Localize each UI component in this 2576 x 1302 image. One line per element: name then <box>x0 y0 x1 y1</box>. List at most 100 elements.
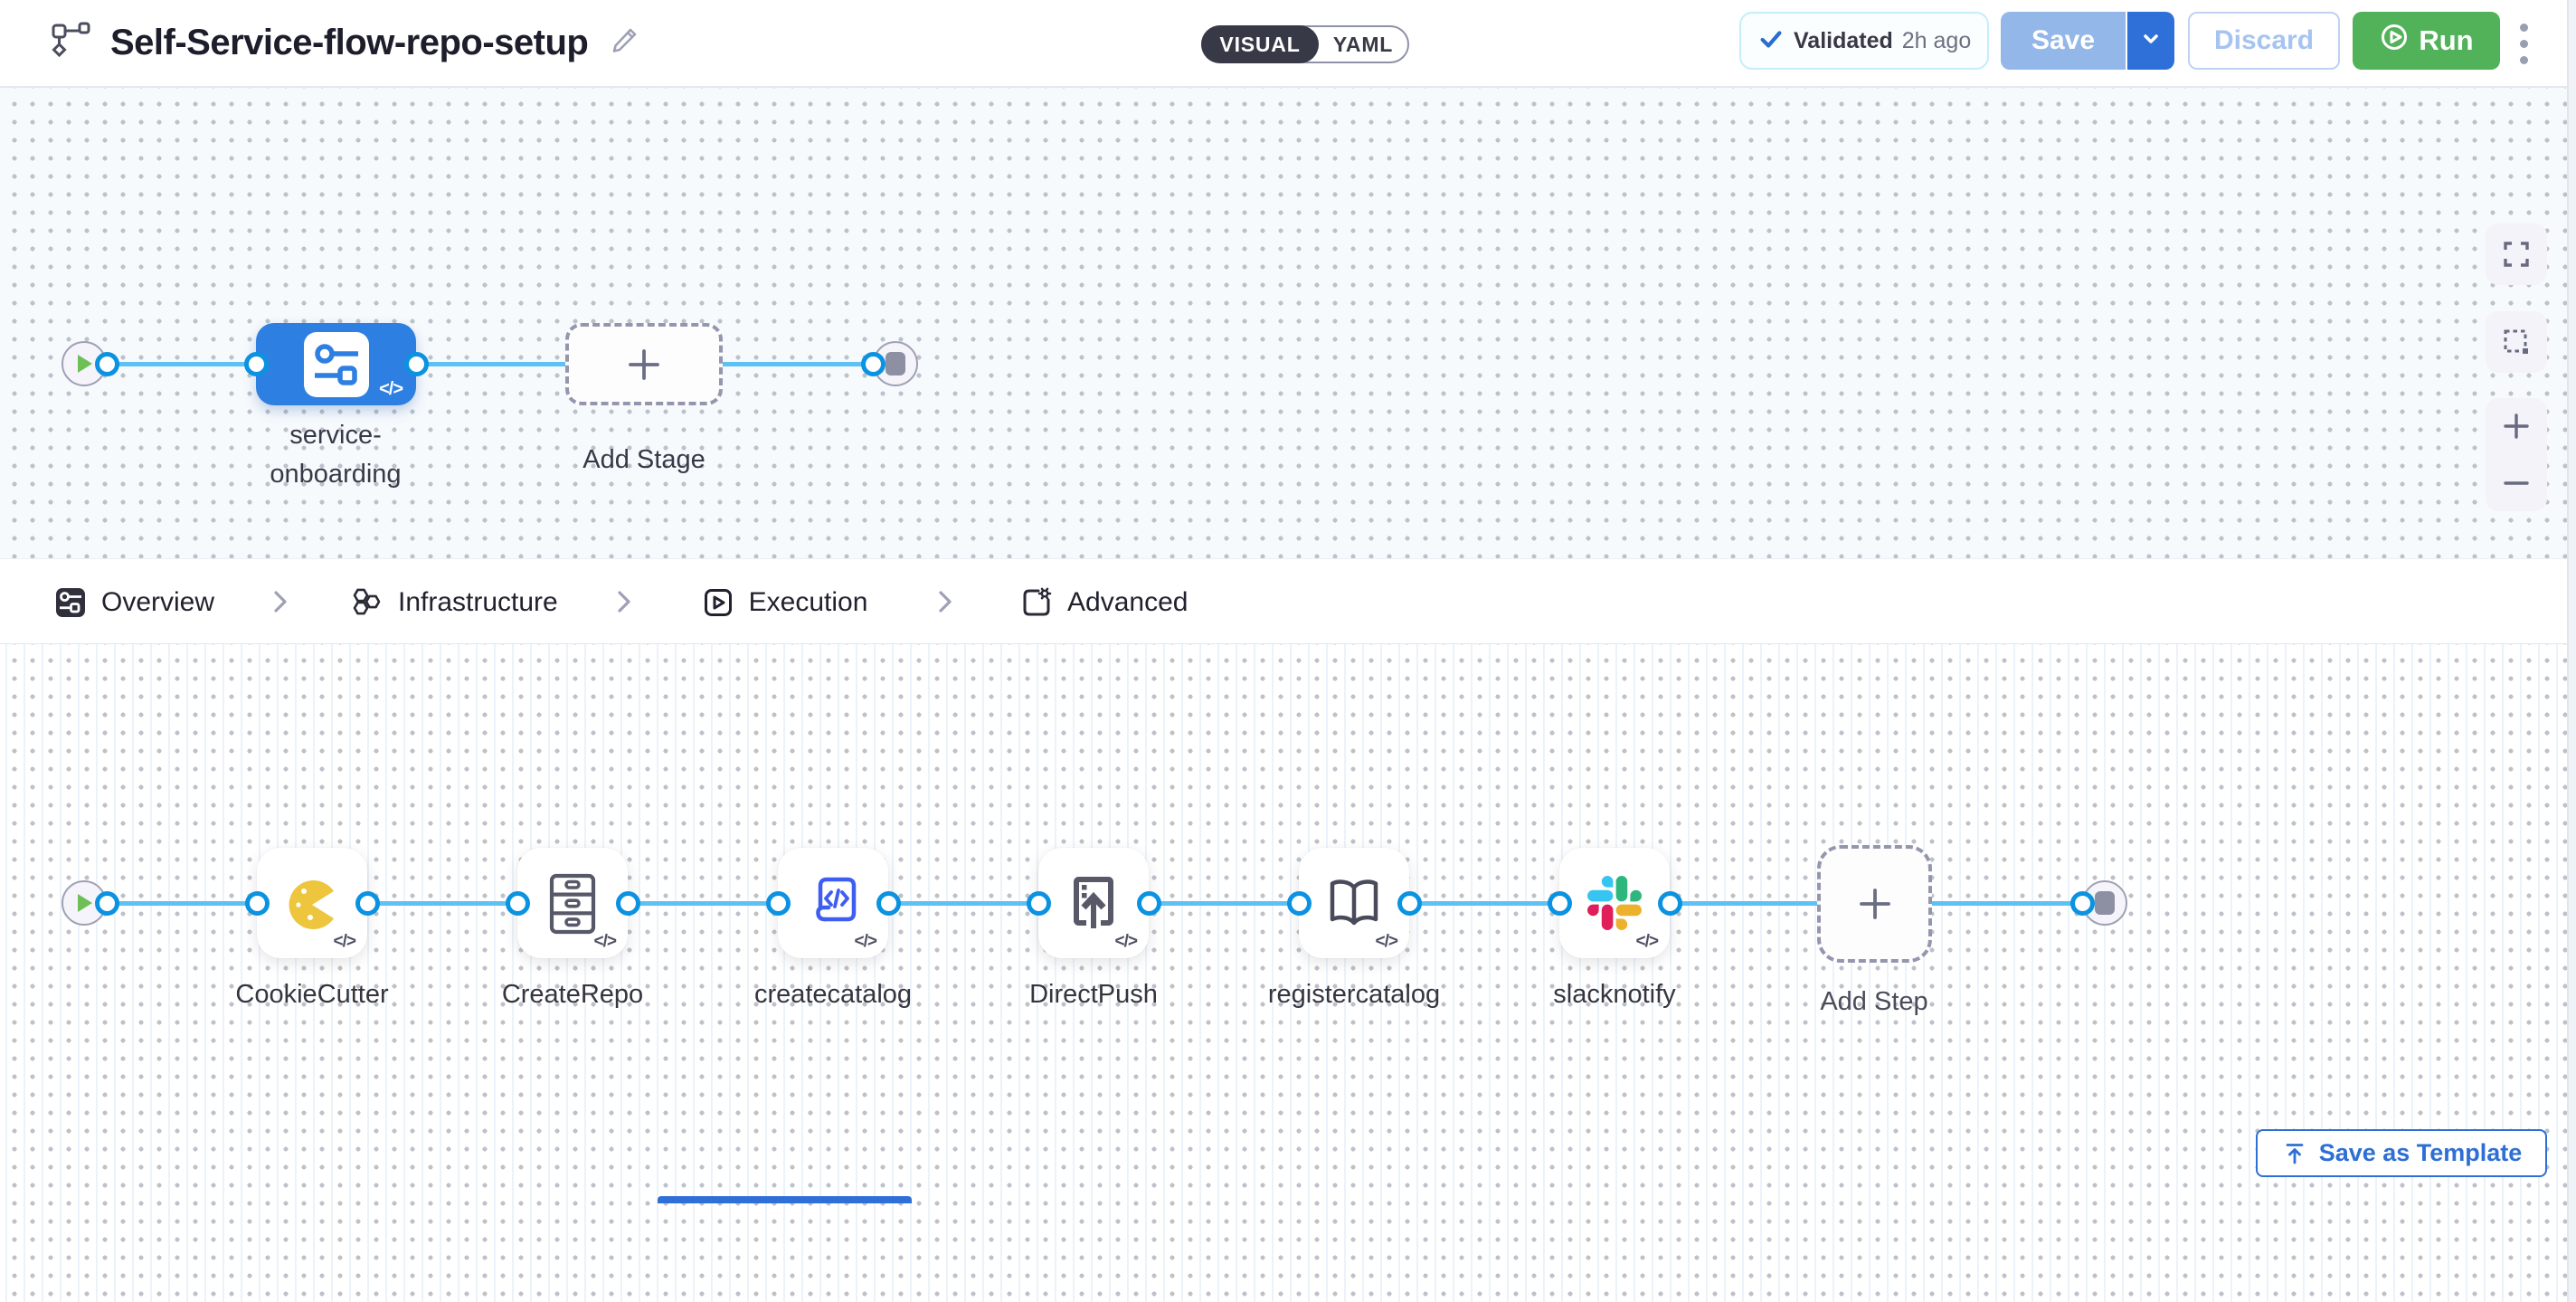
step-directpush[interactable]: </> DirectPush <box>985 848 1202 1010</box>
save-as-template-button[interactable]: Save as Template <box>2256 1129 2547 1177</box>
tab-execution-label: Execution <box>748 586 868 617</box>
check-icon <box>1757 25 1785 57</box>
step-label: createcatalog <box>753 980 913 1009</box>
step-card[interactable]: </> <box>1038 848 1149 958</box>
connector-dot[interactable] <box>355 891 380 916</box>
step-slacknotify[interactable]: </> slacknotify <box>1506 848 1723 1010</box>
validated-label: Validated <box>1794 27 1893 53</box>
overview-icon <box>56 587 85 617</box>
cookiecutter-icon <box>289 880 334 929</box>
infrastructure-icon <box>353 588 381 614</box>
step-cookiecutter[interactable]: </> CookieCutter <box>204 848 421 1010</box>
plus-icon <box>1859 889 1890 919</box>
edit-pencil-icon[interactable] <box>608 24 640 62</box>
save-as-template-label: Save as Template <box>2318 1139 2523 1166</box>
step-label: CookieCutter <box>235 980 389 1009</box>
marquee-select-icon <box>2504 329 2528 354</box>
step-label: slacknotify <box>1553 980 1676 1009</box>
right-edge-gutter <box>2567 0 2576 1302</box>
zoom-controls <box>2486 398 2547 511</box>
save-button[interactable]: Save <box>2001 12 2126 70</box>
step-card[interactable]: </> <box>1299 848 1409 958</box>
execution-canvas[interactable] <box>0 644 2576 1302</box>
tab-advanced-label: Advanced <box>1067 586 1189 617</box>
add-stage-label: Add Stage <box>582 445 706 474</box>
zoom-in-button[interactable] <box>2486 401 2547 451</box>
step-createrepo[interactable]: </> CreateRepo <box>464 848 681 1010</box>
connector-dot[interactable] <box>876 891 901 916</box>
connector-dot[interactable] <box>1658 891 1682 916</box>
stage-canvas[interactable] <box>0 88 2576 558</box>
add-step-button[interactable] <box>1817 845 1932 963</box>
minus-icon <box>2504 481 2529 485</box>
save-dropdown-button[interactable] <box>2127 12 2174 70</box>
chevron-right-icon <box>271 588 289 620</box>
connector-dot[interactable] <box>506 891 530 916</box>
chevron-right-icon <box>936 588 954 620</box>
plus-icon <box>2504 413 2529 439</box>
code-scroll-icon <box>816 877 857 922</box>
toggle-visual[interactable]: VISUAL <box>1201 25 1319 63</box>
advanced-icon <box>1023 587 1052 615</box>
tab-infrastructure[interactable]: Infrastructure <box>351 559 558 645</box>
slack-icon <box>1587 876 1642 930</box>
fullscreen-icon <box>2504 242 2529 267</box>
header-bar: Self-Service-flow-repo-setup VISUAL YAML… <box>0 0 2576 88</box>
tab-infrastructure-label: Infrastructure <box>398 586 558 617</box>
step-card[interactable]: </> <box>517 848 628 958</box>
connector-dot[interactable] <box>1027 891 1051 916</box>
discard-button[interactable]: Discard <box>2188 12 2340 70</box>
chevron-right-icon <box>615 588 633 620</box>
step-card[interactable]: </> <box>257 848 367 958</box>
step-createcatalog[interactable]: </> createcatalog <box>724 848 942 1010</box>
stage-node-service-onboarding[interactable]: </> <box>256 323 416 405</box>
connector-dot[interactable] <box>404 352 429 376</box>
validated-time: 2h ago <box>1901 27 1972 53</box>
connector-dot[interactable] <box>245 891 270 916</box>
open-book-icon <box>1330 879 1378 926</box>
execution-start-node[interactable] <box>62 880 107 926</box>
step-registercatalog[interactable]: </> registercatalog <box>1245 848 1463 1010</box>
connector-dot[interactable] <box>766 891 791 916</box>
play-icon <box>78 894 92 912</box>
tab-overview[interactable]: Overview <box>54 559 214 645</box>
stage-label: service-onboarding <box>270 421 402 489</box>
pipeline-flow-icon <box>51 21 90 65</box>
code-badge: </> <box>854 932 878 951</box>
stop-icon <box>886 352 905 375</box>
connector-dot[interactable] <box>1137 891 1161 916</box>
header-title-group: Self-Service-flow-repo-setup <box>51 0 640 86</box>
step-card[interactable]: </> <box>1559 848 1670 958</box>
more-options-kebab-icon[interactable] <box>2520 24 2528 64</box>
marquee-select-button[interactable] <box>2486 311 2547 373</box>
stage-tab-bar: Overview Infrastructure Execution <box>0 558 2576 1203</box>
save-divider <box>2126 12 2127 70</box>
connector-dot[interactable] <box>95 891 119 916</box>
step-card[interactable]: </> <box>778 848 888 958</box>
connector-dot[interactable] <box>244 352 269 376</box>
upload-template-icon <box>2286 1143 2304 1164</box>
connector-dot[interactable] <box>616 891 640 916</box>
validated-badge[interactable]: Validated 2h ago <box>1739 12 1990 70</box>
stop-icon <box>2095 891 2115 915</box>
connector-dot[interactable] <box>861 352 886 376</box>
stage-custom-icon <box>303 331 369 397</box>
save-split-button: Save <box>2001 12 2174 70</box>
visual-yaml-toggle: VISUAL YAML <box>1201 25 1409 63</box>
tab-execution[interactable]: Execution <box>658 559 912 645</box>
tab-advanced[interactable]: Advanced <box>1020 559 1188 645</box>
toggle-yaml[interactable]: YAML <box>1332 32 1394 56</box>
step-label: registercatalog <box>1267 980 1441 1009</box>
add-stage-button[interactable] <box>565 323 723 405</box>
run-button[interactable]: Run <box>2353 12 2500 70</box>
connector-dot[interactable] <box>1397 891 1422 916</box>
connector-dot[interactable] <box>1287 891 1312 916</box>
step-label: DirectPush <box>1029 980 1158 1009</box>
connector-dot[interactable] <box>1548 891 1572 916</box>
connector-dot[interactable] <box>95 352 119 376</box>
zoom-out-button[interactable] <box>2486 458 2547 508</box>
page-title: Self-Service-flow-repo-setup <box>110 23 589 62</box>
step-label: CreateRepo <box>501 980 644 1009</box>
fullscreen-button[interactable] <box>2486 223 2547 285</box>
connector-dot[interactable] <box>2070 891 2095 916</box>
